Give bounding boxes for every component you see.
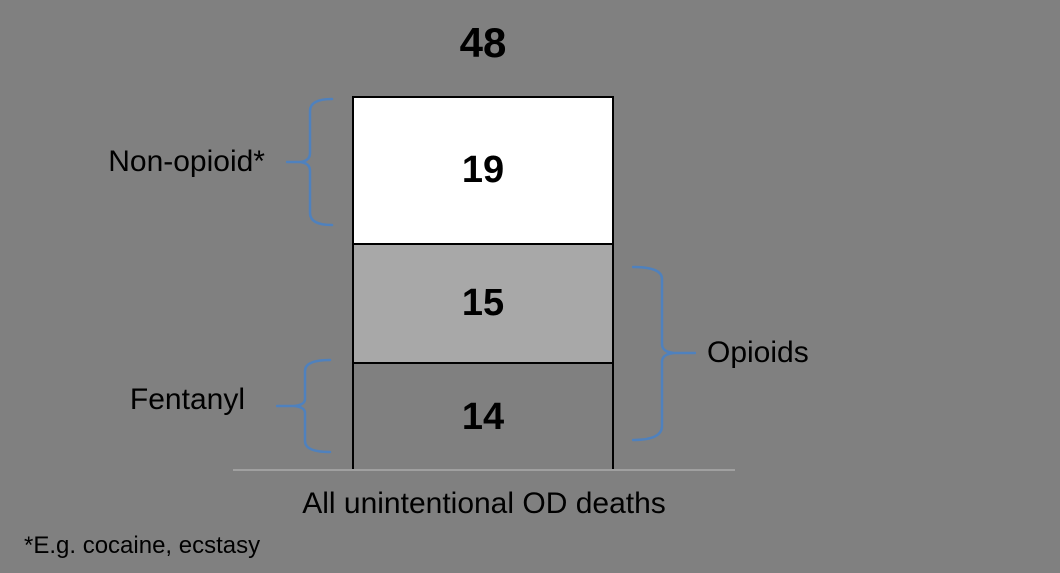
bar-segment-other-opioid: 15 xyxy=(352,243,614,362)
category-axis-label: All unintentional OD deaths xyxy=(302,487,666,520)
stacked-bar: 19 15 14 xyxy=(352,96,614,470)
bar-segment-non-opioid: 19 xyxy=(352,96,614,243)
bar-segment-fentanyl: 14 xyxy=(352,362,614,470)
footnote-text: *E.g. cocaine, ecstasy xyxy=(24,532,261,559)
non-opioid-label: Non-opioid* xyxy=(108,145,265,178)
fentanyl-brace-icon xyxy=(276,358,332,454)
opioids-label: Opioids xyxy=(707,336,809,369)
category-axis-line xyxy=(233,469,735,471)
fentanyl-label: Fentanyl xyxy=(129,383,245,416)
segment-value-fentanyl: 14 xyxy=(461,395,505,438)
opioids-brace-icon xyxy=(632,265,696,442)
segment-value-non-opioid: 19 xyxy=(461,149,505,191)
total-data-label: 48 xyxy=(459,19,507,66)
segment-value-other-opioid: 15 xyxy=(461,282,505,324)
non-opioid-brace-icon xyxy=(286,97,334,227)
